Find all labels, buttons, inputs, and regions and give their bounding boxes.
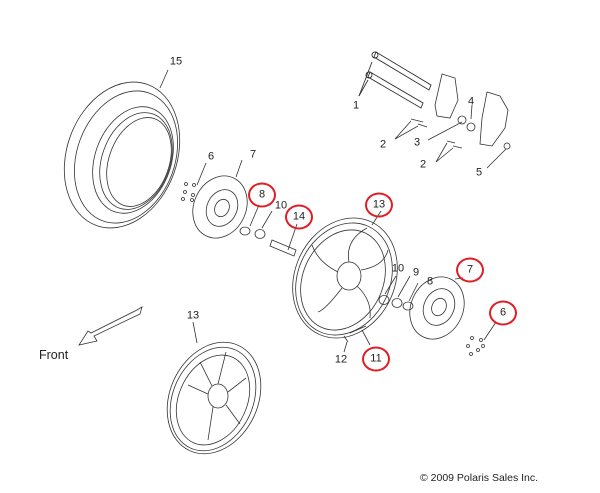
callout-6-right[interactable]: 6 [499,306,507,319]
callout-6-left[interactable]: 6 [207,150,215,163]
highlight-ring-8 [248,182,276,208]
callout-8-right[interactable]: 8 [426,275,434,288]
axle-drawing [358,51,432,109]
callout-2-upper[interactable]: 2 [379,138,387,151]
callout-10-right[interactable]: 10 [391,262,405,275]
callout-4[interactable]: 4 [467,95,475,108]
highlight-ring-11 [362,346,390,372]
bolt-drawing [394,104,507,169]
callout-10-left[interactable]: 10 [274,199,288,212]
callout-13-center[interactable]: 13 [372,198,386,211]
callout-1[interactable]: 1 [352,99,360,112]
copyright-notice: © 2009 Polaris Sales Inc. [420,472,539,484]
highlight-ring-7 [456,257,484,283]
callout-11[interactable]: 11 [370,352,382,365]
front-direction-arrow [78,306,143,346]
valve-stem-drawing [343,325,371,353]
callout-7-right[interactable]: 7 [466,263,474,276]
callout-14[interactable]: 14 [292,210,306,223]
callout-5[interactable]: 5 [475,166,483,179]
highlight-ring-6 [489,300,517,326]
center-wheel-drawing [292,210,419,339]
callout-13-lower[interactable]: 13 [186,309,200,322]
callout-15[interactable]: 15 [169,55,183,68]
callout-12[interactable]: 12 [334,353,348,366]
hub-spacer-drawing [269,223,298,257]
left-brake-rotor-drawing [181,159,273,239]
callout-2-lower[interactable]: 2 [419,158,427,171]
fork-lower-drawing [434,73,511,150]
callout-7-left[interactable]: 7 [249,148,257,161]
callout-3[interactable]: 3 [413,136,421,149]
tire-drawing [63,69,181,229]
right-brake-rotor-drawing [409,276,497,356]
lower-wheel-drawing [166,321,262,455]
highlight-ring-14 [285,204,313,230]
highlight-ring-13 [365,192,393,218]
callout-8-left[interactable]: 8 [258,188,266,201]
front-label: Front [39,348,69,362]
callout-9[interactable]: 9 [412,266,420,279]
